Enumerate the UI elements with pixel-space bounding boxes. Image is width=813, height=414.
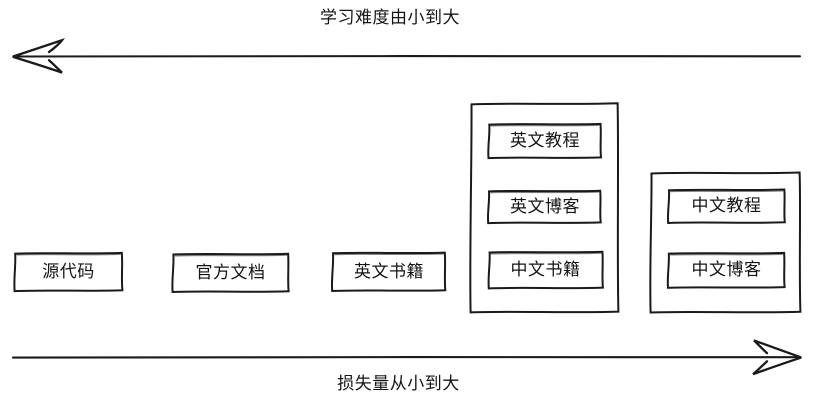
node-box-english-blog[interactable] bbox=[486, 189, 602, 225]
node-box-chinese-blog[interactable] bbox=[666, 251, 786, 289]
top-axis-label: 学习难度由小到大 bbox=[320, 8, 460, 28]
node-box-english-tutorial[interactable] bbox=[487, 122, 603, 160]
bottom-axis-arrow bbox=[11, 339, 802, 376]
node-box-chinese-tutorial[interactable] bbox=[666, 188, 786, 225]
bottom-axis-label: 损失量从小到大 bbox=[337, 374, 460, 394]
top-axis-arrow bbox=[12, 37, 802, 74]
node-box-official-docs[interactable] bbox=[171, 252, 290, 294]
node-box-english-books[interactable] bbox=[330, 251, 447, 293]
node-box-source-code[interactable] bbox=[13, 251, 124, 293]
node-box-chinese-books-group[interactable] bbox=[487, 250, 604, 290]
